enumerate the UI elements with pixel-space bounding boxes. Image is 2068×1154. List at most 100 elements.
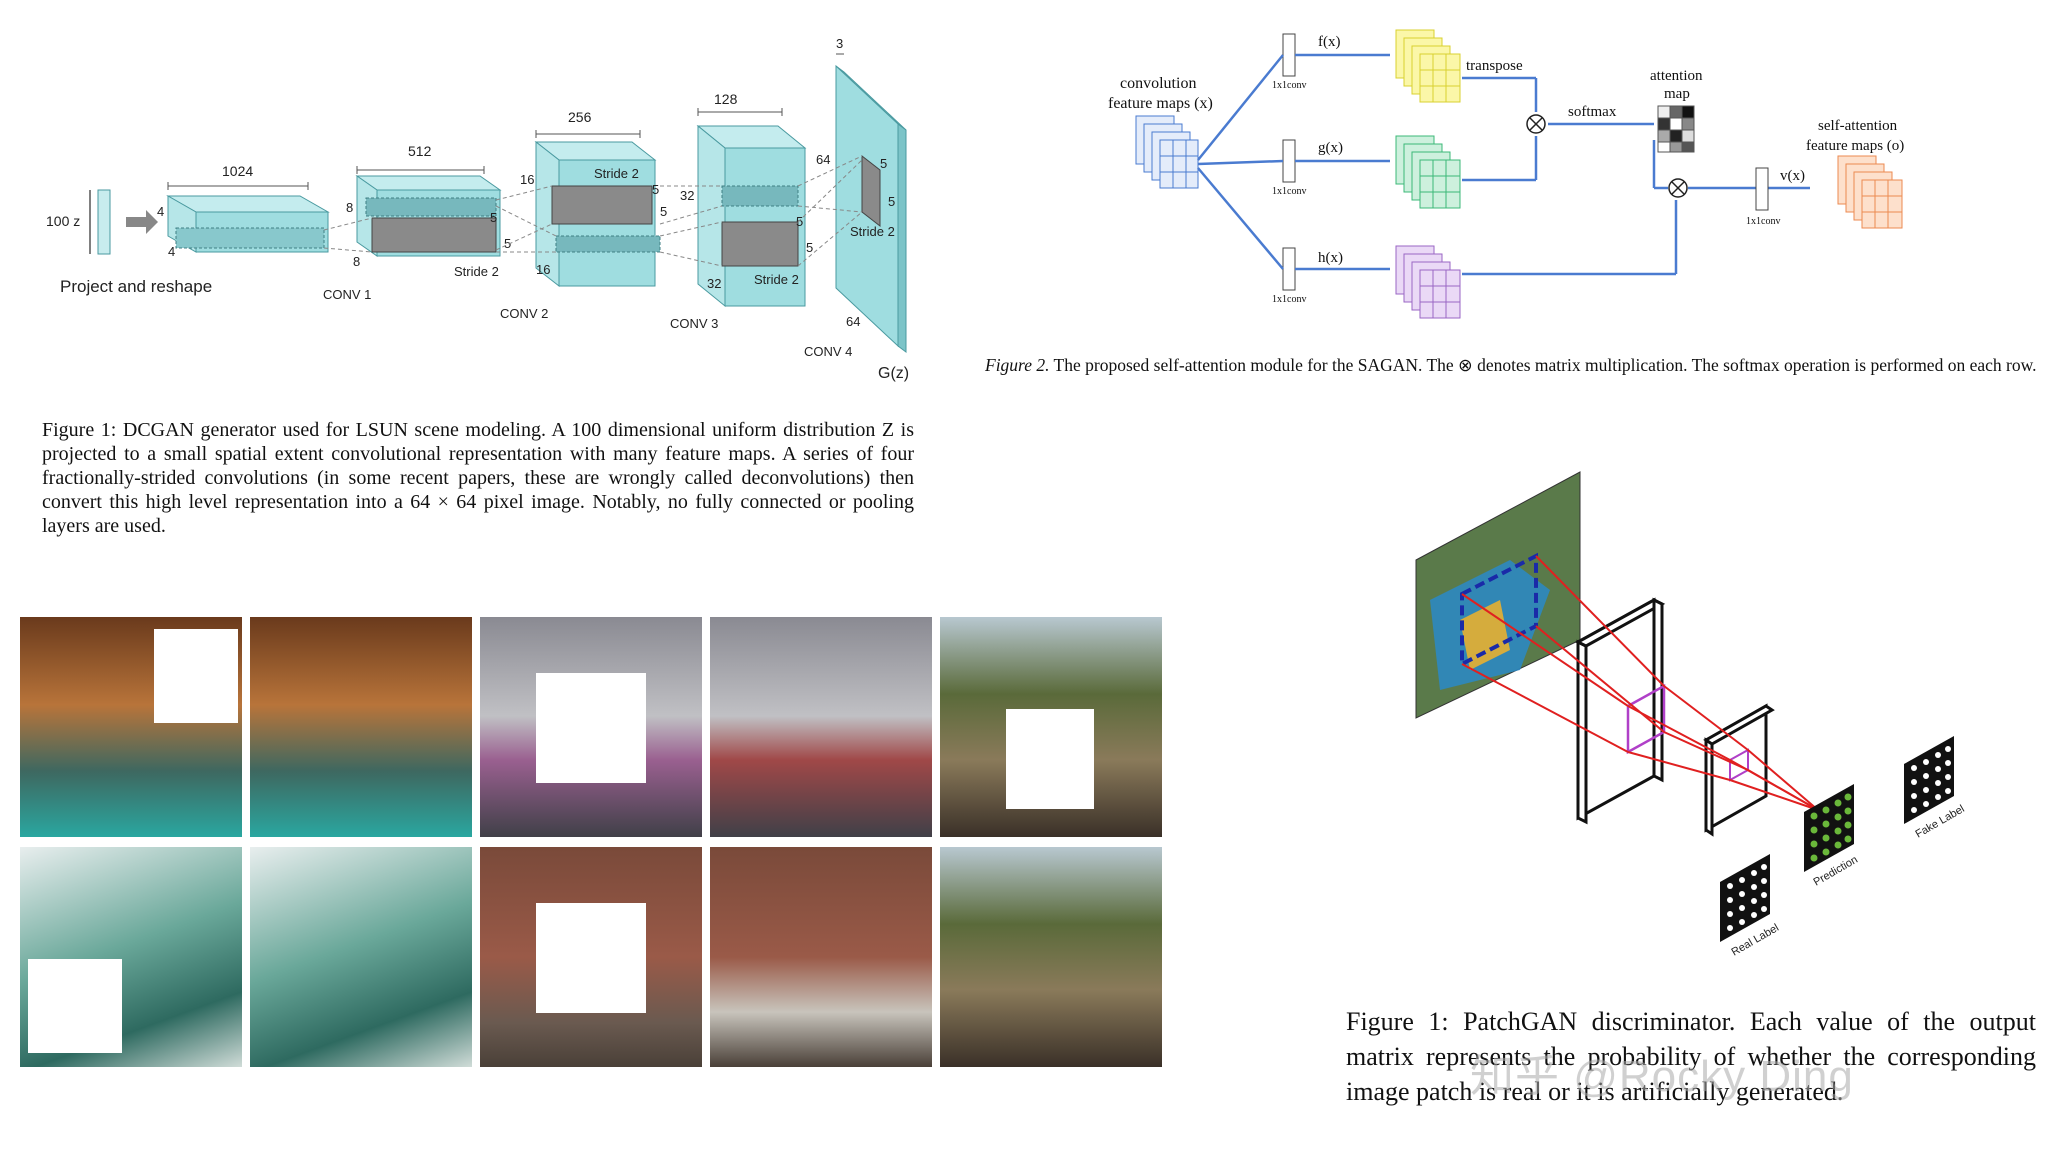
conv-h [1282,247,1296,291]
kernel-5: 5 [796,214,803,229]
kernel-2: 5 [504,236,511,251]
conv-layer-1 [1574,597,1666,825]
photo-surfer [250,847,472,1067]
photo-surfer-masked [20,847,242,1067]
projection-lines [323,155,863,267]
stride-3: Stride 2 [754,272,799,287]
watermark: 知乎 @Rocky Ding [1470,1052,1854,1101]
size-3: 3 [836,36,843,51]
gx-label: g(x) [1318,140,1343,156]
softmax-label: softmax [1568,104,1617,120]
f-feature-maps [1395,29,1461,103]
output-label: G(z) [878,365,909,382]
dim-4a: 4 [157,204,164,219]
conv1-label: CONV 1 [323,287,371,302]
input-feature-maps [1135,115,1199,189]
attention-label-1: attention [1650,68,1703,84]
conv-v [1755,167,1769,211]
dim-32a: 32 [680,188,694,203]
vx-label: v(x) [1780,168,1805,184]
hx-label: h(x) [1318,250,1343,266]
transpose-label: transpose [1466,58,1523,74]
conv-h-label: 1x1conv [1272,294,1306,305]
kernel-1: 5 [490,210,497,225]
kernel-3: 5 [652,182,659,197]
patchgan-caption: Figure 1: PatchGAN discriminator. Each v… [1346,1007,2036,1106]
photo-garden [940,847,1162,1067]
block-128 [696,124,807,308]
inpainting-photo-grid [20,617,1164,1071]
conv2-label: CONV 2 [500,306,548,321]
conv4-label: CONV 4 [804,344,852,359]
project-arrow [126,210,158,234]
attention-label-2: map [1664,86,1690,102]
block-output [835,64,907,353]
input-label-1: convolution [1120,75,1196,92]
mask-region [536,673,646,783]
mask-region [536,903,646,1013]
g-feature-maps [1395,135,1461,209]
dim-8a: 8 [346,200,353,215]
dcgan-diagram: 100 z Project and reshape 1024 4 4 512 8… [46,36,909,382]
photo-brownstone [710,847,932,1067]
fake-label-matrix [1904,736,1954,824]
dim-64b: 64 [846,314,860,329]
conv-g-label: 1x1conv [1272,186,1306,197]
photo-storefront-masked [480,617,702,837]
size-256: 256 [568,109,592,125]
prediction-matrix [1804,784,1854,872]
block-256 [534,140,661,288]
dim-8b: 8 [353,254,360,269]
kernel-4: 5 [660,204,667,219]
conv-f [1282,33,1296,77]
z-vector [97,189,111,255]
conv-g [1282,139,1296,183]
input-label-2: feature maps (x) [1108,95,1213,112]
h-feature-maps [1395,245,1461,319]
patchgan-diagram: Prediction Fake Label Real Label [1415,471,1967,959]
conv-f-label: 1x1conv [1272,80,1306,91]
sagan-diagram: convolution feature maps (x) 1x1conv 1x1… [1108,29,1904,319]
photo-garden-masked [940,617,1162,837]
fx-label: f(x) [1318,34,1341,50]
conv-v-label: 1x1conv [1746,216,1780,227]
receptive-rays [1461,555,1819,811]
input-branches [1197,53,1810,276]
size-1024: 1024 [222,163,253,179]
dim-32b: 32 [707,276,721,291]
sagan-caption: Figure 2. The proposed self-attention mo… [985,354,2045,376]
sagan-caption-text: The proposed self-attention module for t… [1049,355,2037,375]
project-label: Project and reshape [60,277,212,296]
output-feature-maps [1837,155,1903,229]
size-512: 512 [408,143,432,159]
z-label: 100 z [46,213,80,229]
attention-map [1657,105,1695,153]
mask-region [1006,709,1094,809]
stride-1: Stride 2 [454,264,499,279]
dcgan-caption: Figure 1: DCGAN generator used for LSUN … [42,419,914,537]
kernel-6: 5 [806,240,813,255]
photo-brownstone-masked [480,847,702,1067]
block-1024 [166,195,330,253]
kernel-7: 5 [880,156,887,171]
photo-courtyard [250,617,472,837]
dim-4b: 4 [168,244,175,259]
dim-64a: 64 [816,152,830,167]
sagan-caption-fig: Figure 2. [985,355,1050,375]
output-label-1: self-attention [1818,118,1898,134]
dim-16b: 16 [536,262,550,277]
mask-region [28,959,122,1053]
mask-region [154,629,238,723]
stride-2: Stride 2 [594,166,639,181]
kernel-8: 5 [888,194,895,209]
dim-16a: 16 [520,172,534,187]
size-128: 128 [714,91,738,107]
block-512 [355,175,502,257]
photo-storefront [710,617,932,837]
real-label-matrix [1720,854,1770,942]
stride-4: Stride 2 [850,224,895,239]
conv-layer-2 [1703,703,1775,837]
photo-courtyard-masked [20,617,242,837]
output-label-2: feature maps (o) [1806,138,1904,154]
conv3-label: CONV 3 [670,316,718,331]
